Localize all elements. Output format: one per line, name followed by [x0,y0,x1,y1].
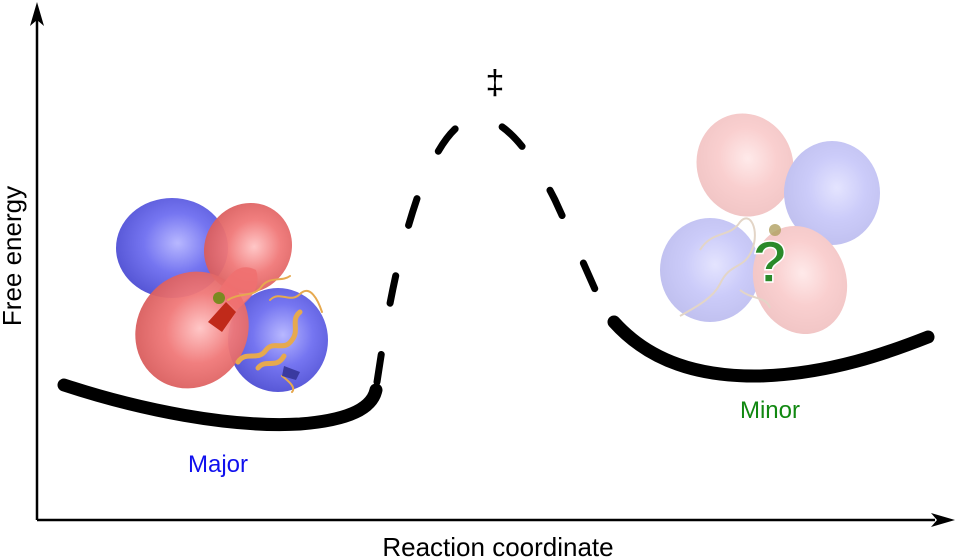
transition-barrier-dashed [373,114,612,386]
orbital-lobe-blue [660,218,760,322]
major-state-structure [116,198,328,393]
major-state-label: Major [188,451,248,478]
beta-strand-blue [282,366,300,380]
major-state-well [57,378,383,431]
y-axis-label: Free energy [0,186,27,326]
minor-state-label: Minor [740,397,800,424]
protein-cartoon [679,217,771,317]
metal-ion-icon [213,292,225,304]
x-axis-label: Reaction coordinate [382,532,613,559]
metal-ion-icon [769,224,781,236]
orbital-lobe-blue [784,141,880,245]
beta-strand-red [208,302,236,332]
orbital-lobe-red [696,113,794,217]
minor-state-structure [660,113,880,335]
x-axis-arrow-icon [931,513,955,527]
y-axis-arrow-icon [30,2,44,26]
orbital-lobe-red [203,202,293,294]
orbital-lobe-blue [228,288,328,392]
minor-state-well [607,315,935,383]
transition-state-symbol: ‡ [486,64,505,102]
protein-cartoon [227,275,323,393]
unknown-state-question-mark: ? [752,230,787,295]
orbital-lobe-red [752,225,848,335]
